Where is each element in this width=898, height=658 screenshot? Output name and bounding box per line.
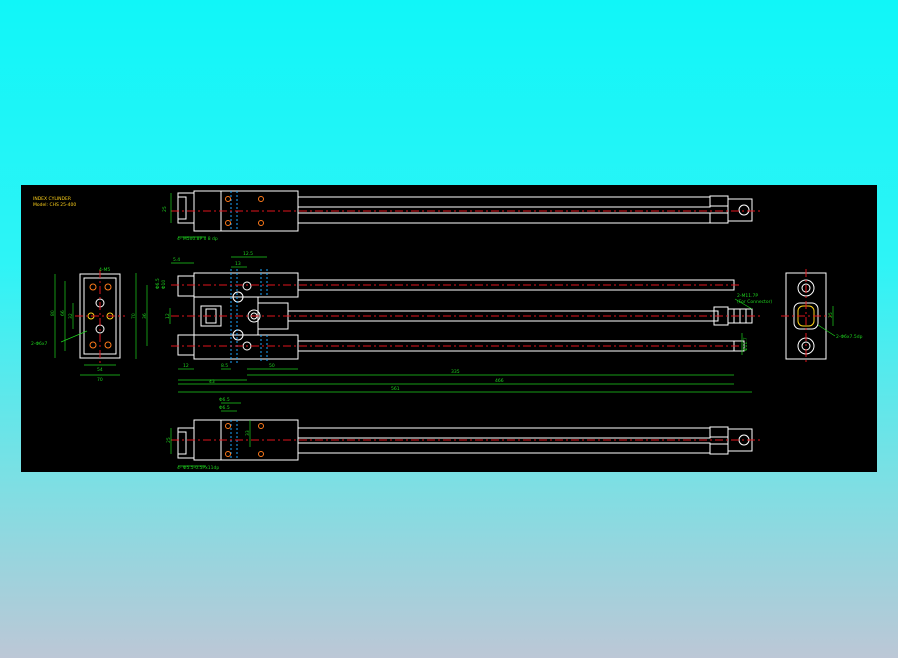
front-dim-bottom-3: 43 [209, 379, 215, 385]
title-line-2: Model: CHS 25-400 [33, 202, 76, 208]
front-dim-bottom-2: 50 [269, 363, 275, 369]
front-dim-top-1: 12.5 [243, 251, 253, 257]
end-view-note: 2-Φ6x7.5dp [836, 334, 863, 340]
side-note: 2-Φ6x7 [31, 341, 48, 347]
front-dim-right: Φ11.7 [743, 337, 749, 351]
side-dim-3: 54 [97, 367, 103, 373]
front-dim-top-2: 13 [235, 261, 241, 267]
front-view: 5.4 12.5 13 Φ6.5 Φ10 12 36 70 12 8.5 50 … [131, 251, 772, 393]
front-dim-top-0: 5.4 [173, 257, 180, 263]
top-view: 25 4- M5x0.8P x 8 dp [162, 190, 761, 242]
title-line-1: INDEX CYLINDER [33, 196, 71, 202]
front-dim-bottom-6: 561 [391, 386, 400, 392]
front-dim-bottom-1: 8.5 [221, 363, 228, 369]
cad-drawing: INDEX CYLINDER Model: CHS 25-400 25 4- M… [31, 190, 863, 471]
front-dim-left-3: 36 [142, 313, 148, 319]
front-dim-bottom-5: 466 [495, 378, 504, 384]
front-dim-left-4: 70 [131, 313, 137, 319]
side-dim-0: 80 [50, 310, 56, 316]
bottom-dim-0: Φ6.5 [219, 397, 230, 403]
front-dim-bottom-4: 335 [451, 369, 460, 375]
bottom-view-note: 4- Φ5.5-0.5Px11dp [177, 465, 219, 471]
top-view-dim-height: 25 [162, 206, 168, 212]
front-dim-left-1: Φ10 [161, 280, 167, 289]
front-dim-left-0: Φ6.5 [155, 278, 161, 289]
side-dim-1: 66 [60, 310, 66, 316]
end-view-dim: 25 [828, 312, 834, 318]
front-note-right-1: (For Connector) [737, 299, 772, 305]
right-end-view: 25 2-Φ6x7.5dp [781, 269, 863, 363]
cad-drawing-panel: INDEX CYLINDER Model: CHS 25-400 25 4- M… [21, 185, 877, 472]
top-view-note: 4- M5x0.8P x 8 dp [177, 236, 218, 242]
bottom-dim-1: Φ6.5 [219, 405, 230, 411]
bottom-view: Φ6.5 Φ6.5 25 33 4- Φ5.5-0.5Px11dp [166, 397, 761, 471]
side-dim-4: 70 [97, 377, 103, 383]
bottom-dim-2: 25 [166, 437, 172, 443]
side-dim-m5: 4-M5 [99, 267, 110, 273]
side-dim-2: 32 [68, 313, 74, 319]
front-dim-left-2: 12 [165, 313, 171, 319]
front-note-right-0: 2-M11.7P [737, 293, 758, 299]
bottom-dim-3: 33 [245, 430, 251, 436]
left-side-view: 4-M5 80 66 32 54 70 2-Φ6x7 [31, 267, 125, 383]
front-dim-bottom-0: 12 [183, 363, 189, 369]
